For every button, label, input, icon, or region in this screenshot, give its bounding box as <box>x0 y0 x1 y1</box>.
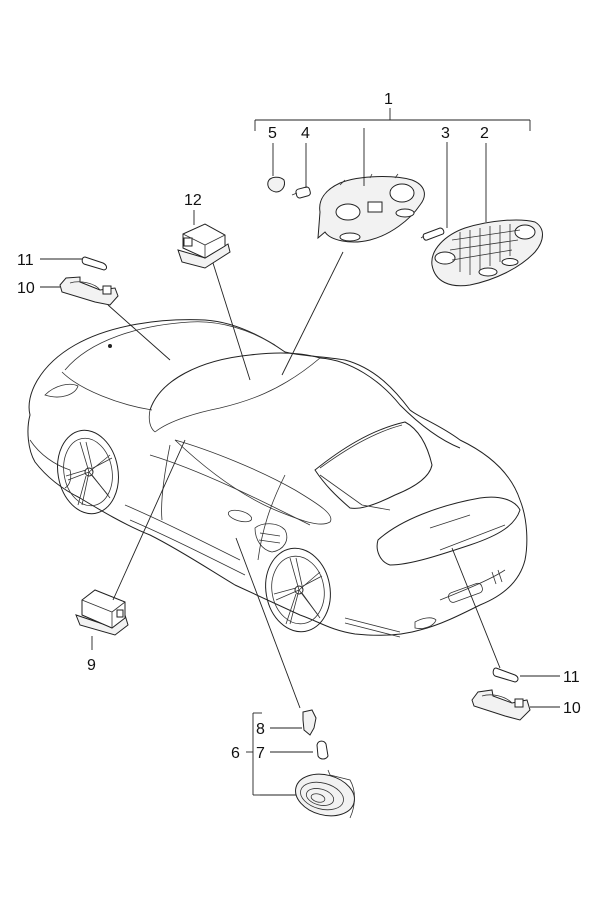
leader-9-to-car <box>112 439 186 601</box>
callout-2: 2 <box>480 125 489 142</box>
part-festoon-bulb-11-left <box>81 256 107 271</box>
leader-12-to-car <box>212 262 251 381</box>
callout-11-right: 11 <box>563 669 580 686</box>
leader-10-to-car <box>107 304 171 361</box>
callout-5: 5 <box>268 125 277 142</box>
car-body <box>27 319 528 638</box>
callout-7: 7 <box>256 745 265 762</box>
callout-10-right: 10 <box>563 700 581 717</box>
callout-9: 9 <box>87 657 96 674</box>
bracket-1 <box>254 108 531 131</box>
part-wedge-bulb-4 <box>291 186 311 199</box>
front-wheel <box>57 429 119 515</box>
callout-3: 3 <box>441 125 450 142</box>
part-festoon-bulb-3 <box>420 227 445 241</box>
bracket-6 <box>246 712 298 796</box>
part-dome-light-lens <box>431 219 543 287</box>
part-lamp-holder-10-right <box>471 689 531 721</box>
part-bulb-socket-5 <box>267 176 285 193</box>
part-lamp-holder-10-left <box>59 276 119 306</box>
leader-housing-to-car <box>281 251 344 376</box>
part-side-marker-lamp <box>295 769 355 819</box>
callout-1: 1 <box>384 91 393 108</box>
part-light-unit-12 <box>177 223 231 269</box>
leader-8-to-car <box>235 537 301 709</box>
leader-11-to-car <box>451 547 501 669</box>
part-festoon-bulb-11-right <box>492 667 519 683</box>
callout-11-left: 11 <box>17 252 34 269</box>
callout-12: 12 <box>184 192 202 209</box>
rear-wheel <box>265 547 331 633</box>
callout-4: 4 <box>301 125 310 142</box>
callout-10-left: 10 <box>17 280 35 297</box>
part-bulb-7 <box>316 740 329 760</box>
callout-8: 8 <box>256 721 265 738</box>
callout-6: 6 <box>231 745 240 762</box>
part-dome-light-housing <box>317 173 425 243</box>
part-light-unit-9 <box>75 589 129 636</box>
part-socket-8 <box>302 709 317 736</box>
